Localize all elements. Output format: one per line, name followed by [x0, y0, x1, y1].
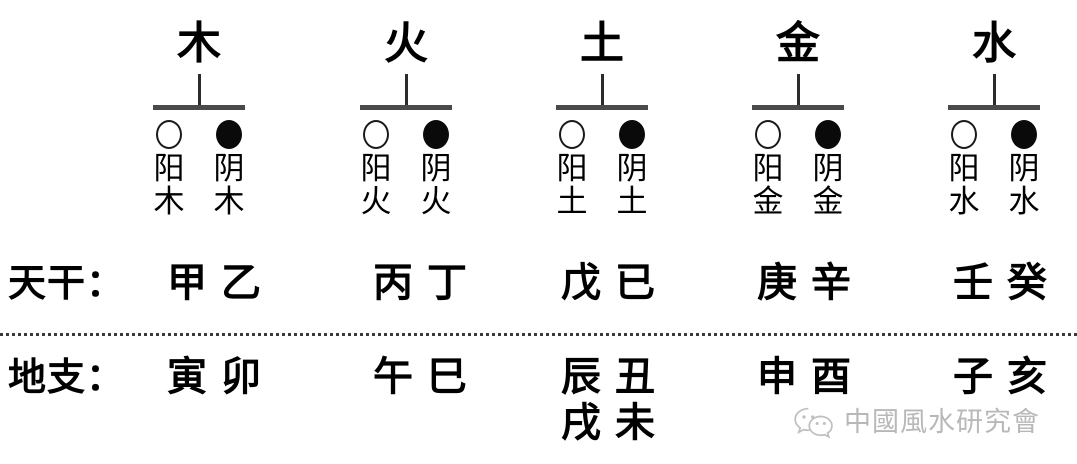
polarity-yin-earth: 阴 土 — [615, 120, 649, 219]
polarity-sub-label: 木 — [153, 184, 185, 220]
hollow-circle-icon — [755, 120, 781, 149]
filled-circle-icon — [815, 120, 841, 149]
polarity-sub-label: 火 — [420, 184, 452, 220]
polarity-yin-fire: 阴 火 — [419, 120, 453, 219]
polarity-label: 阴 — [213, 151, 245, 187]
connector-stem — [600, 74, 604, 108]
polarity-label: 阳 — [153, 151, 185, 187]
branches-cell-earth: 辰 丑 戌 未 — [528, 354, 688, 446]
polarity-sub-label: 金 — [752, 184, 784, 220]
element-column-fire: 火 阳 火 阴 火 — [308, 0, 504, 219]
polarity-pair-earth: 阳 土 阴 土 — [555, 120, 649, 219]
polarity-sub-label: 金 — [812, 184, 844, 220]
five-elements-row: 木 阳 木 阴 木 火 — [90, 0, 1077, 219]
stems-cell-earth: 戊 已 — [561, 260, 655, 306]
polarity-pair-wood: 阳 木 阴 木 — [152, 120, 246, 219]
connector-stem — [404, 74, 408, 108]
polarity-sub-label: 土 — [616, 184, 648, 220]
branches-line-1: 辰 丑 — [561, 354, 655, 400]
connector-bar — [752, 105, 844, 110]
polarity-label: 阳 — [752, 151, 784, 187]
polarity-yang-wood: 阳 木 — [152, 120, 186, 219]
polarity-sub-label: 木 — [213, 184, 245, 220]
element-title-fire: 火 — [384, 18, 428, 69]
connector-tee-earth — [556, 74, 648, 118]
polarity-label: 阴 — [420, 151, 452, 187]
polarity-yang-metal: 阳 金 — [751, 120, 785, 219]
filled-circle-icon — [423, 120, 449, 149]
branches-line-1: 申 酉 — [757, 354, 851, 400]
branches-line-1: 子 亥 — [953, 354, 1047, 400]
stems-cell-fire: 丙 丁 — [373, 260, 467, 306]
polarity-label: 阴 — [812, 151, 844, 187]
element-column-water: 水 阳 水 阴 水 — [896, 0, 1077, 219]
branches-cell-fire: 午 巳 — [340, 354, 500, 400]
polarity-sub-label: 水 — [948, 184, 980, 220]
polarity-pair-metal: 阳 金 阴 金 — [751, 120, 845, 219]
polarity-yin-wood: 阴 木 — [212, 120, 246, 219]
polarity-yang-water: 阳 水 — [947, 120, 981, 219]
connector-stem — [992, 74, 996, 108]
polarity-yang-fire: 阳 火 — [359, 120, 393, 219]
polarity-sub-label: 土 — [556, 184, 588, 220]
earthly-branches-row-label: 地支： — [8, 355, 126, 399]
hollow-circle-icon — [156, 120, 182, 149]
stems-cell-water: 壬 癸 — [953, 260, 1047, 306]
polarity-label: 阴 — [616, 151, 648, 187]
heavenly-stems-row-label: 天干： — [8, 261, 126, 305]
branches-line-1: 寅 卯 — [167, 354, 261, 400]
connector-stem — [796, 74, 800, 108]
polarity-pair-water: 阳 水 阴 水 — [947, 120, 1041, 219]
polarity-yin-metal: 阴 金 — [811, 120, 845, 219]
branches-cell-metal: 申 酉 — [724, 354, 884, 400]
watermark-text: 中國風水研究會 — [844, 407, 1040, 438]
element-column-metal: 金 阳 金 阴 金 — [700, 0, 896, 219]
connector-tee-fire — [360, 74, 452, 118]
connector-bar — [153, 105, 245, 110]
polarity-pair-fire: 阳 火 阴 火 — [359, 120, 453, 219]
element-title-earth: 土 — [580, 18, 624, 69]
stems-cell-metal: 庚 辛 — [757, 260, 851, 306]
section-divider — [0, 333, 1077, 336]
element-title-water: 水 — [972, 18, 1016, 69]
element-title-wood: 木 — [177, 18, 221, 69]
filled-circle-icon — [216, 120, 242, 149]
connector-bar — [360, 105, 452, 110]
polarity-yin-water: 阴 水 — [1007, 120, 1041, 219]
branches-cell-wood: 寅 卯 — [134, 354, 294, 400]
connector-bar — [948, 105, 1040, 110]
stems-cell-wood: 甲 乙 — [167, 260, 261, 306]
connector-tee-wood — [153, 74, 245, 118]
connector-tee-water — [948, 74, 1040, 118]
polarity-label: 阳 — [556, 151, 588, 187]
connector-tee-metal — [752, 74, 844, 118]
polarity-sub-label: 水 — [1008, 184, 1040, 220]
hollow-circle-icon — [951, 120, 977, 149]
element-column-earth: 土 阳 土 阴 土 — [504, 0, 700, 219]
polarity-sub-label: 火 — [360, 184, 392, 220]
filled-circle-icon — [1011, 120, 1037, 149]
connector-bar — [556, 105, 648, 110]
connector-stem — [197, 74, 201, 108]
element-title-metal: 金 — [776, 18, 820, 69]
element-column-wood: 木 阳 木 阴 木 — [90, 0, 308, 219]
filled-circle-icon — [619, 120, 645, 149]
branches-cell-water: 子 亥 — [920, 354, 1077, 400]
polarity-yang-earth: 阳 土 — [555, 120, 589, 219]
hollow-circle-icon — [363, 120, 389, 149]
polarity-label: 阳 — [360, 151, 392, 187]
polarity-label: 阴 — [1008, 151, 1040, 187]
wechat-icon — [794, 407, 833, 439]
watermark: 中國風水研究會 — [793, 405, 1040, 441]
polarity-label: 阳 — [948, 151, 980, 187]
branches-line-1: 午 巳 — [373, 354, 467, 400]
branches-line-2: 戌 未 — [561, 400, 655, 446]
hollow-circle-icon — [559, 120, 585, 149]
